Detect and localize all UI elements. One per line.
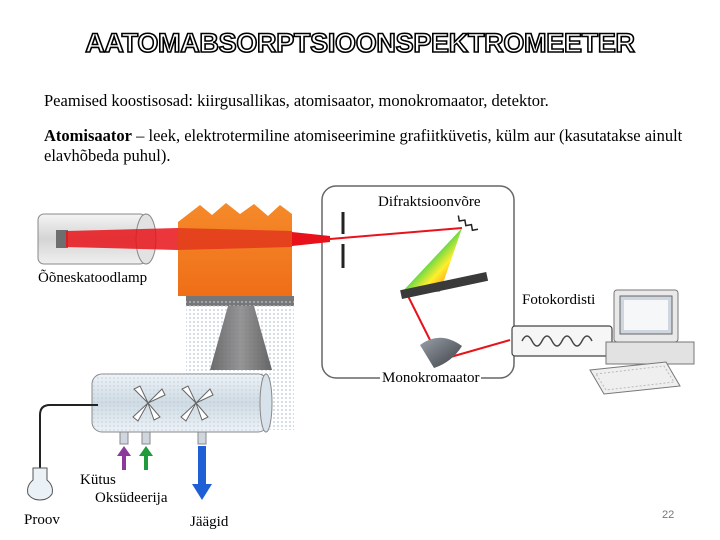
oxidizer-arrow <box>139 446 153 470</box>
computer <box>589 289 695 395</box>
label-monochromator: Monokromaator <box>380 370 482 387</box>
diffraction-grating <box>402 215 479 292</box>
spray-chamber <box>91 373 273 445</box>
label-sample: Proov <box>24 512 60 528</box>
atomizer-text: Atomisaator – leek, elektrotermiline ato… <box>44 126 684 166</box>
label-grating: Difraktsioonvõre <box>376 194 483 211</box>
label-lamp: Õõneskatoodlamp <box>36 270 150 287</box>
label-fuel: Kütus <box>80 472 116 488</box>
page-number: 22 <box>662 509 675 521</box>
label-photodetector: Fotokordisti <box>520 292 598 309</box>
waste-arrow <box>192 446 212 500</box>
flame <box>178 203 292 296</box>
sample-flask <box>27 404 98 501</box>
fuel-arrow <box>117 446 131 470</box>
atomizer-term: Atomisaator <box>44 126 132 145</box>
components-text: Peamised koostisosad: kiirgusallikas, at… <box>44 91 549 110</box>
label-oxidizer: Oksüdeerija <box>95 490 168 506</box>
grating-base <box>400 271 489 300</box>
label-waste: Jäägid <box>190 514 229 530</box>
atomizer-description: – leek, elektrotermiline atomiseerimine … <box>44 126 683 165</box>
concave-mirror <box>420 337 462 368</box>
slide-title: AATOMABSORPTSIOONSPEKTROMEETER <box>84 27 635 59</box>
photomultiplier <box>511 325 613 357</box>
